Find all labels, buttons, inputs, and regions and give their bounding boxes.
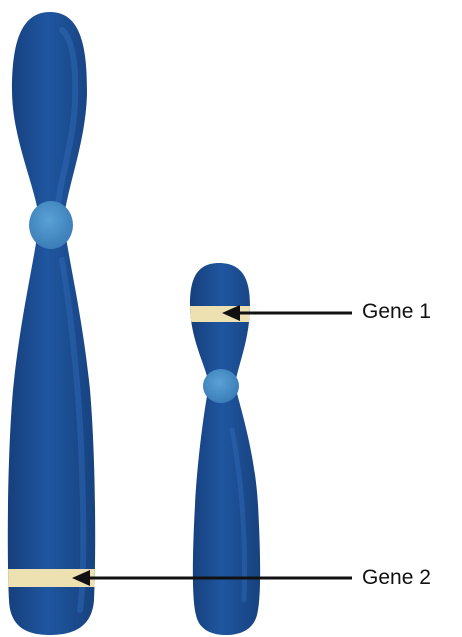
large-chromosome [0, 12, 100, 635]
gene-1-label: Gene 1 [362, 300, 431, 324]
small-centromere [203, 369, 239, 403]
gene-2-label: Gene 2 [362, 566, 431, 590]
large-centromere [29, 201, 73, 249]
